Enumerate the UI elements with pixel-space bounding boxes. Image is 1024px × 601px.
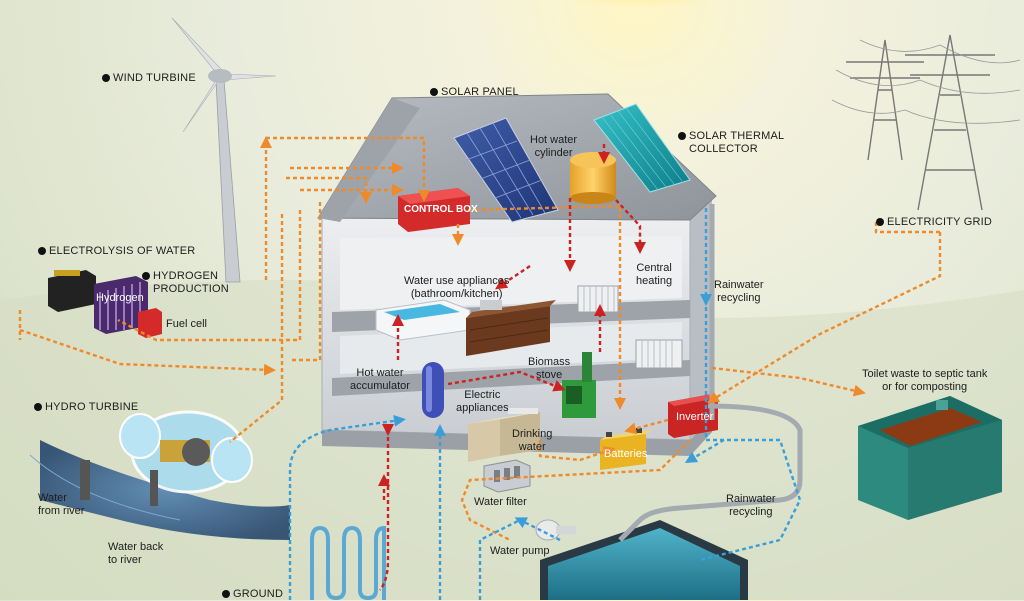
label-rainwater-recycling-upper: Rainwater recycling xyxy=(714,279,764,304)
septic-tank xyxy=(858,396,1002,520)
electricity-pylons xyxy=(831,34,1021,211)
label-electrolysis-of-water: ELECTROLYSIS OF WATER xyxy=(38,245,195,258)
solar-panel xyxy=(453,117,559,223)
bullet-icon xyxy=(102,74,110,82)
label-solar-thermal-collector: SOLAR THERMAL COLLECTOR xyxy=(678,130,784,156)
bullet-icon xyxy=(430,88,438,96)
bullet-icon xyxy=(34,403,42,411)
label-hydrogen-production: HYDROGEN PRODUCTION xyxy=(142,270,229,296)
wind-turbine xyxy=(171,17,277,283)
bullet-icon xyxy=(678,132,686,140)
solar-thermal-collector xyxy=(593,103,691,193)
batteries xyxy=(600,428,652,470)
water-filter xyxy=(483,459,531,493)
label-batteries: Batteries xyxy=(604,448,648,460)
ground-heat-pipes xyxy=(310,525,386,600)
label-water-back-to-river: Water back to river xyxy=(108,541,164,566)
label-solar-panel: SOLAR PANEL xyxy=(430,86,519,99)
water-pump xyxy=(535,519,576,541)
label-water-use-appliances: Water use appliances (bathroom/kitchen) xyxy=(404,275,510,300)
hot-water-cylinder xyxy=(570,152,616,204)
hot-water-flows xyxy=(378,144,646,591)
label-control-box: CONTROL BOX xyxy=(404,204,478,215)
electric-appliances-unit xyxy=(468,408,540,462)
label-water-pump: Water pump xyxy=(490,545,550,557)
label-central-heating: Central heating xyxy=(636,262,673,287)
label-water-filter: Water filter xyxy=(474,496,527,508)
label-toilet-waste: Toilet waste to septic tank or for compo… xyxy=(862,368,988,393)
radiator-upper xyxy=(577,285,619,313)
label-ground: GROUND xyxy=(222,588,283,601)
bullet-icon xyxy=(38,247,46,255)
label-hydrogen: Hydrogen xyxy=(96,292,144,304)
kitchen-unit xyxy=(466,300,556,356)
label-biomass-stove: Biomass stove xyxy=(528,356,571,381)
hydro-turbine xyxy=(29,410,290,540)
radiator-lower xyxy=(635,339,683,369)
electrolysis-unit xyxy=(48,270,96,312)
bullet-icon xyxy=(222,590,230,598)
label-fuel-cell: Fuel cell xyxy=(166,318,207,330)
hydrogen-tanks xyxy=(94,276,148,334)
bullet-icon xyxy=(142,272,150,280)
hot-water-accumulator xyxy=(422,362,444,418)
sun-glow xyxy=(530,0,750,40)
label-hot-water-cylinder: Hot water cylinder xyxy=(530,134,578,159)
label-hydro-turbine: HYDRO TURBINE xyxy=(34,401,138,414)
label-drinking-water: Drinking water xyxy=(512,428,553,453)
control-box xyxy=(398,188,470,232)
label-water-from-river: Water from river xyxy=(38,492,85,517)
label-wind-turbine: WIND TURBINE xyxy=(102,72,196,85)
label-electricity-grid: ELECTRICITY GRID xyxy=(876,216,992,229)
rainwater-tank xyxy=(540,520,748,600)
label-hot-water-accumulator: Hot water accumulator xyxy=(350,367,410,392)
label-electric-appliances: Electric appliances xyxy=(456,389,509,414)
fuel-cell xyxy=(138,308,162,338)
label-inverter: Inverter xyxy=(676,411,714,423)
bullet-icon xyxy=(876,218,884,226)
label-rainwater-recycling-lower: Rainwater recycling xyxy=(726,493,776,518)
electric-flows xyxy=(18,136,942,542)
biomass-stove xyxy=(562,352,596,418)
cold-water-flows xyxy=(288,208,802,600)
